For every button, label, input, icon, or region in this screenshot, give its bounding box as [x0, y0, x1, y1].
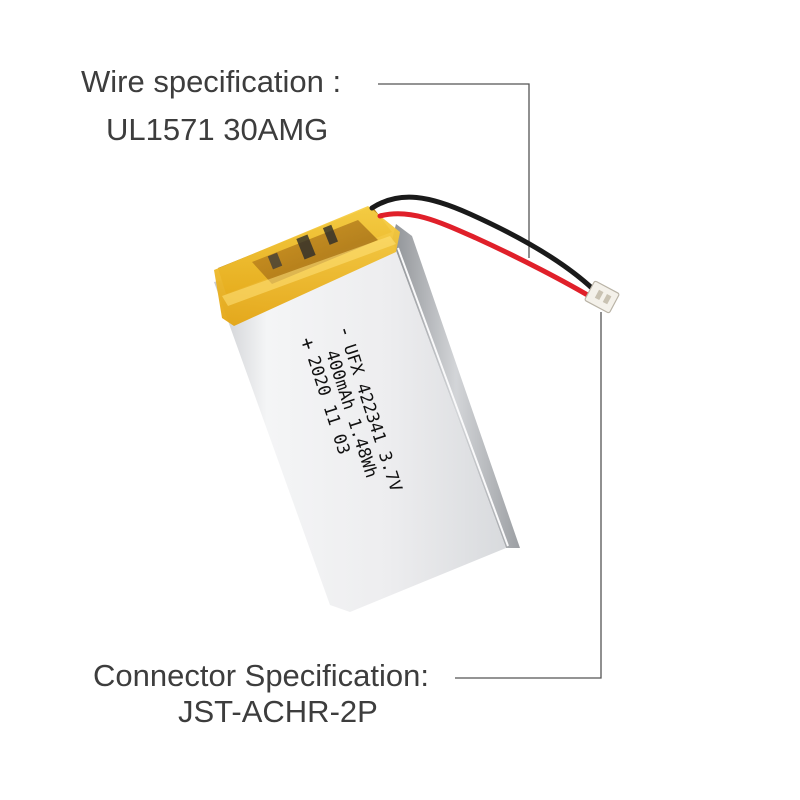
pouch-rim [397, 247, 509, 547]
pcm-component [267, 252, 283, 270]
pcm-component [322, 224, 339, 245]
wire-spec-title: Wire specification : [81, 64, 342, 99]
battery-side-edge [392, 224, 520, 548]
connector-spec-title: Connector Specification: [93, 658, 430, 693]
connector-pin [602, 293, 612, 305]
battery-pouch-body [214, 240, 506, 612]
battery-cell [214, 206, 520, 612]
jst-connector [584, 280, 620, 314]
wire-spec-value: UL1571 30AMG [106, 112, 329, 147]
black-wire [369, 194, 597, 293]
connector-housing [584, 280, 620, 314]
pcm-board [252, 220, 378, 284]
connector-spec-value: JST-ACHR-2P [178, 694, 378, 729]
connector-pin [594, 289, 604, 301]
tape-highlight [222, 236, 396, 306]
pcm-component [296, 234, 316, 260]
wire-leader-line [378, 83, 530, 258]
connector-leader-line [455, 312, 602, 679]
red-wire [377, 211, 599, 303]
